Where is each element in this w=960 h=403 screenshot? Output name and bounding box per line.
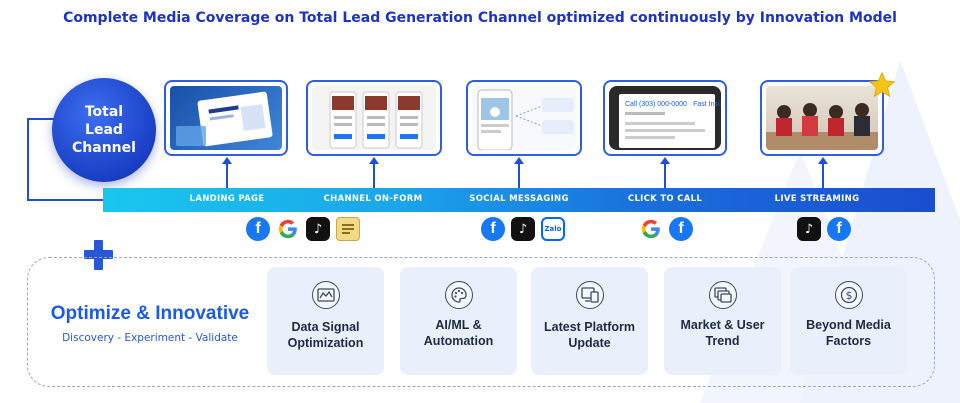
arrow-head-social-messaging <box>514 157 524 164</box>
channel-label-live-streaming: LIVE STREAMING <box>774 194 860 204</box>
hub-connector-vertical <box>27 118 29 200</box>
optimize-subtitle: Discovery - Experiment - Validate <box>62 332 238 344</box>
channel-label-social-messaging: SOCIAL MESSAGING <box>469 194 569 204</box>
card-label: Data Signal Optimization <box>287 320 364 350</box>
card-market-user-trend: Market & User Trend <box>664 267 781 375</box>
channel-label-channel-on-form: CHANNEL ON-FORM <box>323 194 423 204</box>
facebook-icon: f <box>827 217 851 241</box>
google-icon <box>639 217 663 241</box>
platforms-click-to-call: f <box>639 217 693 241</box>
tiktok-icon: ♪ <box>511 217 535 241</box>
card-label: Market & User Trend <box>680 318 765 348</box>
facebook-icon: f <box>246 217 270 241</box>
hub-connector-top <box>27 118 55 120</box>
zalo-icon: Zalo <box>541 217 565 241</box>
social-messaging-thumbnail <box>466 80 582 156</box>
arrow-head-live-streaming <box>818 157 828 164</box>
tiktok-icon: ♪ <box>306 217 330 241</box>
channel-on-form-thumbnail <box>306 80 442 156</box>
dollar-icon: $ <box>834 281 863 309</box>
live-streaming-thumbnail <box>760 80 884 156</box>
total-lead-channel-hub: Total Lead Channel <box>52 78 156 182</box>
channel-label-click-to-call: CLICK TO CALL <box>627 194 703 204</box>
channel-bar: LANDING PAGE CHANNEL ON-FORM SOCIAL MESS… <box>103 188 935 212</box>
chart-icon <box>311 281 340 309</box>
channel-label-landing-page: LANDING PAGE <box>189 194 265 204</box>
arrow-live-streaming <box>822 163 824 188</box>
card-label: AI/ML & Automation <box>423 318 494 348</box>
arrow-social-messaging <box>518 163 520 188</box>
card-label: Beyond Media Factors <box>806 318 891 348</box>
card-data-signal-optimization: Data Signal Optimization <box>267 267 384 375</box>
card-latest-platform-update: Latest Platform Update <box>531 267 648 375</box>
svg-text:Call (303) 000-0000 · Fast Ins: Call (303) 000-0000 · Fast Insure <box>625 101 721 108</box>
hub-label: Total Lead Channel <box>72 104 136 156</box>
arrow-channel-on-form <box>373 163 375 188</box>
optimize-title: Optimize & Innovative <box>50 303 250 324</box>
arrow-head-channel-on-form <box>369 157 379 164</box>
arrow-landing-page <box>226 163 228 188</box>
optimize-section <box>27 257 935 387</box>
arrow-head-landing-page <box>222 157 232 164</box>
arrow-head-click-to-call <box>660 157 670 164</box>
card-label: Latest Platform Update <box>544 320 635 350</box>
lead-form-icon <box>336 217 360 241</box>
layers-icon <box>708 281 737 309</box>
tiktok-icon: ♪ <box>797 217 821 241</box>
plus-icon <box>84 250 113 259</box>
click-to-call-thumbnail: Call (303) 000-0000 · Fast Insure <box>603 80 727 156</box>
platforms-social-messaging: f ♪ Zalo <box>481 217 565 241</box>
card-ai-ml-automation: AI/ML & Automation <box>400 267 517 375</box>
hub-connector-bottom <box>27 199 105 201</box>
star-icon <box>868 71 896 98</box>
card-beyond-media-factors: $ Beyond Media Factors <box>790 267 907 375</box>
facebook-icon: f <box>669 217 693 241</box>
google-icon <box>276 217 300 241</box>
palette-icon <box>444 281 473 309</box>
arrow-click-to-call <box>664 163 666 188</box>
page-headline: Complete Media Coverage on Total Lead Ge… <box>63 10 897 26</box>
platforms-live-streaming: ♪ f <box>797 217 851 241</box>
svg-text:$: $ <box>845 289 852 302</box>
platforms-landing-page: f ♪ <box>246 217 360 241</box>
landing-page-thumbnail <box>164 80 288 156</box>
facebook-icon: f <box>481 217 505 241</box>
devices-icon <box>575 281 604 309</box>
